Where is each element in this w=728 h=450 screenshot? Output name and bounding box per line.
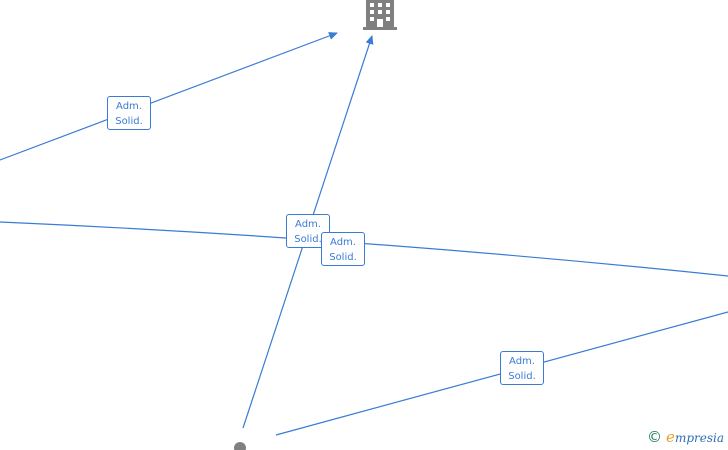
edge-label-line2: Solid. (294, 234, 322, 245)
copyright-symbol: © (647, 427, 663, 446)
edge-label-line2: Solid. (329, 252, 357, 263)
edge-label-e3[interactable]: Adm. Solid. (321, 232, 365, 266)
brand-first-letter: e (666, 428, 675, 446)
edge-line-e1 (0, 32, 338, 161)
edge-label-line2: Solid. (508, 371, 536, 382)
edge-label-line1: Adm. (295, 219, 321, 230)
edge-label-line1: Adm. (509, 356, 535, 367)
edge-label-line1: Adm. (116, 101, 142, 112)
brand-rest: mpresia (674, 431, 724, 445)
edge-label-line2: Solid. (115, 116, 143, 127)
watermark: © empresia (647, 428, 724, 446)
person-icon[interactable] (234, 442, 246, 450)
building-icon[interactable] (363, 0, 397, 30)
edge-label-line1: Adm. (330, 237, 356, 248)
edge-label-e1[interactable]: Adm. Solid. (107, 96, 151, 130)
brand-logo: empresia (666, 428, 724, 446)
edge-label-e4[interactable]: Adm. Solid. (500, 351, 544, 385)
